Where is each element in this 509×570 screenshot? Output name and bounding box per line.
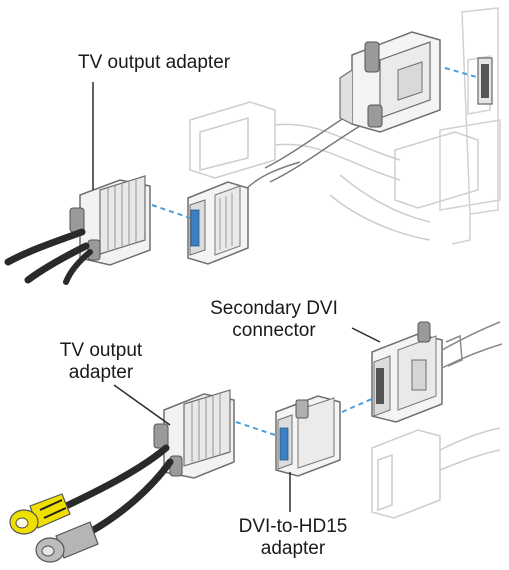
tv-adapter-bottom-label-line2: adapter [38, 362, 164, 384]
dvi-hd15-label-line1: DVI-to-HD15 [218, 516, 368, 538]
hd15-to-dvi-dash [342, 398, 374, 412]
middle-dvi-connector [188, 182, 248, 264]
secondary-dvi-label-line2: connector [186, 320, 362, 342]
tv-adapter-bottom-leader [114, 385, 170, 425]
tv-adapter-top-dash [152, 205, 190, 218]
secondary-dvi-connector [372, 322, 442, 422]
secondary-dvi-label-line1: Secondary DVI [186, 298, 362, 320]
tv-adapter-top-label: TV output adapter [78, 52, 230, 74]
graphics-card-bracket [440, 8, 500, 244]
svideo-gray-plug [36, 522, 98, 562]
upper-dvi-port [478, 58, 492, 104]
dvi-hd15-label-line2: adapter [218, 538, 368, 560]
upper-dvi-connector [340, 32, 440, 132]
tv-adapter-bottom-label-line1: TV output [38, 340, 164, 362]
secondary-dvi-cable [442, 322, 502, 368]
tv-adapter-top-cables [8, 232, 90, 282]
ghost-lower-connector [372, 428, 500, 518]
rca-yellow-plug [10, 494, 70, 534]
tv-to-hd15-dash [236, 422, 278, 436]
upper-dvi-dash [445, 68, 480, 78]
dvi-hd15-label: DVI-to-HD15 adapter [218, 516, 368, 560]
tv-adapter-bottom-label: TV output adapter [38, 340, 164, 384]
secondary-dvi-label: Secondary DVI connector [186, 298, 362, 342]
tv-adapter-bottom-cables [62, 448, 170, 532]
dvi-hd15-adapter [276, 396, 340, 476]
